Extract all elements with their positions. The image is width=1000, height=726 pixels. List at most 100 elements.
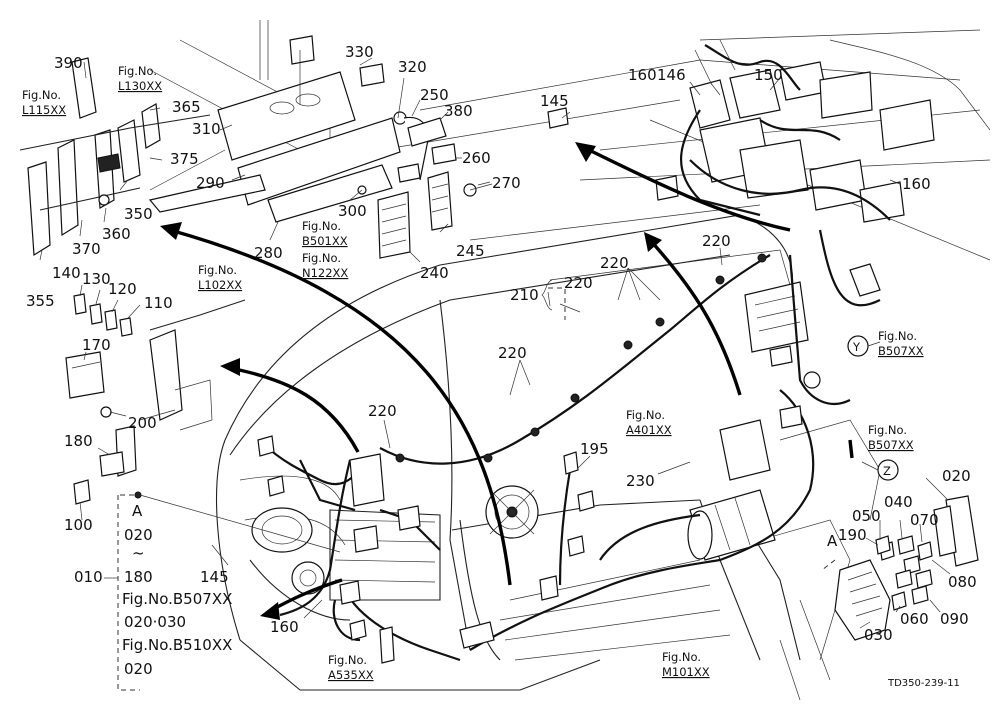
callout-145-top: 145 bbox=[540, 92, 569, 110]
callout-330: 330 bbox=[345, 43, 374, 61]
fig-ref-l102-top: Fig.No. bbox=[198, 263, 237, 277]
callout-365: 365 bbox=[172, 98, 201, 116]
callout-290: 290 bbox=[196, 174, 225, 192]
callout-060: 060 bbox=[900, 610, 929, 628]
fig-ref-l130-top: Fig.No. bbox=[118, 64, 157, 78]
callout-labels: 390 330 320 365 310 250 380 375 260 290 … bbox=[26, 43, 977, 644]
callout-240: 240 bbox=[420, 264, 449, 282]
figure-references: Fig.No. L115XX Fig.No. L130XX Fig.No. B5… bbox=[22, 64, 924, 682]
callout-150: 150 bbox=[754, 66, 783, 84]
callout-160-bottom: 160 bbox=[270, 618, 299, 636]
callout-200: 200 bbox=[128, 414, 157, 432]
dashboard-harness-cluster bbox=[547, 39, 991, 223]
callout-146: 146 bbox=[657, 66, 686, 84]
fig-ref-m101-code: M101XX bbox=[662, 665, 710, 679]
callout-080: 080 bbox=[948, 573, 977, 591]
callout-070: 070 bbox=[910, 511, 939, 529]
callout-310: 310 bbox=[192, 120, 221, 138]
fig-ref-b501-top: Fig.No. bbox=[302, 219, 341, 233]
callout-170: 170 bbox=[82, 336, 111, 354]
assembly-ref-b510: Fig.No.B510XX bbox=[122, 636, 232, 654]
callout-250: 250 bbox=[420, 86, 449, 104]
callout-020-right: 020 bbox=[942, 467, 971, 485]
callout-120: 120 bbox=[108, 280, 137, 298]
callout-190: 190 bbox=[838, 526, 867, 544]
callout-160-left: 160 bbox=[628, 66, 657, 84]
fig-ref-a535-top: Fig.No. bbox=[328, 653, 367, 667]
assembly-bracket bbox=[117, 287, 836, 691]
view-marker-y: Y bbox=[852, 340, 861, 354]
callout-220-upper: 220 bbox=[600, 254, 629, 272]
callout-370: 370 bbox=[72, 240, 101, 258]
callout-390: 390 bbox=[54, 54, 83, 72]
callout-050: 050 bbox=[852, 507, 881, 525]
fig-ref-a535-code: A535XX bbox=[328, 668, 374, 682]
callout-320: 320 bbox=[398, 58, 427, 76]
callout-350: 350 bbox=[124, 205, 153, 223]
view-markers: Y Z bbox=[847, 335, 899, 481]
callout-195: 195 bbox=[580, 440, 609, 458]
fender-bracket-group bbox=[19, 57, 226, 257]
callout-230: 230 bbox=[626, 472, 655, 490]
fig-ref-b507-y-code: B507XX bbox=[878, 344, 924, 358]
callout-140: 140 bbox=[52, 264, 81, 282]
fig-ref-l115-top: Fig.No. bbox=[22, 88, 61, 102]
callout-090: 090 bbox=[940, 610, 969, 628]
control-unit bbox=[744, 281, 809, 353]
assembly-range-end: 180 bbox=[124, 568, 153, 586]
callout-210-brace bbox=[541, 279, 553, 311]
callout-220-mid: 220 bbox=[498, 344, 527, 362]
view-marker-z: Z bbox=[883, 464, 891, 478]
callout-375: 375 bbox=[170, 150, 199, 168]
assembly-letter: A bbox=[132, 502, 143, 520]
callout-160-right: 160 bbox=[902, 175, 931, 193]
fig-ref-m101-top: Fig.No. bbox=[662, 650, 701, 664]
callout-380: 380 bbox=[444, 102, 473, 120]
callout-210: 210 bbox=[510, 286, 539, 304]
callout-040: 040 bbox=[884, 493, 913, 511]
assembly-range-start: 020 bbox=[124, 526, 153, 544]
assembly-items-b507: 020·030 bbox=[124, 613, 186, 631]
callout-220-bracket: 220 bbox=[564, 274, 593, 292]
assembly-ref-b507: Fig.No.B507XX bbox=[122, 590, 232, 608]
assembly-items-b510: 020 bbox=[124, 660, 153, 678]
callout-360: 360 bbox=[102, 225, 131, 243]
assembly-list: A 020 ~ 010 180 Fig.No.B507XX 020·030 Fi… bbox=[74, 502, 232, 678]
fig-ref-n122-top: Fig.No. bbox=[302, 251, 341, 265]
fig-ref-b507-z-top: Fig.No. bbox=[868, 423, 907, 437]
assembly-label-010: 010 bbox=[74, 568, 103, 586]
fig-ref-l115-code: L115XX bbox=[22, 103, 66, 117]
fig-ref-l130-code: L130XX bbox=[118, 79, 162, 93]
fig-ref-l102-code: L102XX bbox=[198, 278, 242, 292]
fig-ref-b501-code: B501XX bbox=[302, 234, 348, 248]
callout-260: 260 bbox=[462, 149, 491, 167]
routing-arrows bbox=[160, 142, 854, 620]
fig-ref-b507-z-code: B507XX bbox=[868, 438, 914, 452]
connector-block-group bbox=[834, 495, 979, 641]
callout-245: 245 bbox=[456, 242, 485, 260]
relay-fuse-group bbox=[65, 293, 246, 505]
callout-280: 280 bbox=[254, 244, 283, 262]
fig-ref-a401-code: A401XX bbox=[626, 423, 672, 437]
callout-145-bottom: 145 bbox=[200, 568, 229, 586]
starter-motor bbox=[687, 489, 776, 561]
callout-110: 110 bbox=[144, 294, 173, 312]
callout-100: 100 bbox=[64, 516, 93, 534]
fig-ref-n122-code: N122XX bbox=[302, 266, 348, 280]
main-harness bbox=[257, 229, 881, 664]
alternator bbox=[485, 485, 539, 539]
callout-180: 180 bbox=[64, 432, 93, 450]
callout-355: 355 bbox=[26, 292, 55, 310]
callout-a-right: A bbox=[827, 532, 838, 550]
fig-ref-b507-y-top: Fig.No. bbox=[878, 329, 917, 343]
callout-300: 300 bbox=[338, 202, 367, 220]
drawing-code: TD350-239-11 bbox=[887, 678, 960, 689]
callout-220-top: 220 bbox=[702, 232, 731, 250]
callout-130: 130 bbox=[82, 270, 111, 288]
fig-ref-a401-top: Fig.No. bbox=[626, 408, 665, 422]
leader-lines bbox=[39, 57, 951, 629]
assembly-tilde: ~ bbox=[132, 544, 145, 562]
callout-270: 270 bbox=[492, 174, 521, 192]
